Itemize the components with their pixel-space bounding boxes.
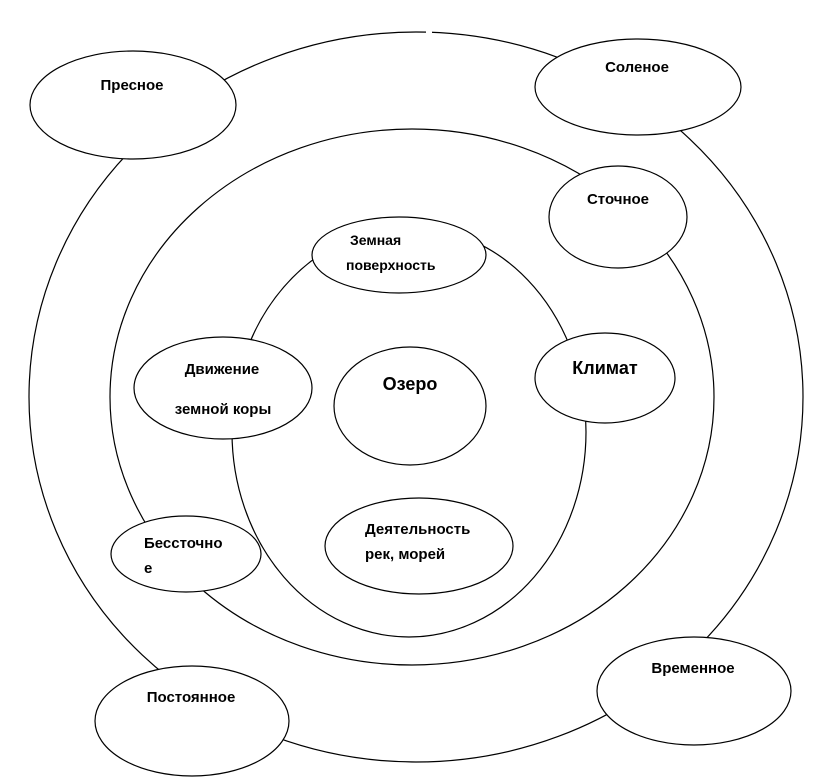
node-salty-label: Соленое	[605, 59, 669, 76]
node-runoff-label: Сточное	[587, 191, 649, 208]
node-endorheic-label-2: е	[144, 560, 152, 577]
node-climate-label: Климат	[572, 358, 638, 378]
node-rivers-seas-label-2: рек, морей	[365, 546, 445, 563]
middle-ring	[109, 128, 715, 666]
node-temporary	[596, 636, 792, 746]
middle-ring-gap	[483, 125, 488, 135]
node-climate	[534, 332, 676, 424]
node-rivers-seas	[324, 497, 514, 595]
node-endorheic	[110, 515, 262, 593]
node-salty	[534, 38, 742, 136]
node-runoff	[548, 165, 688, 269]
node-crust-movement-label-2: земной коры	[175, 401, 272, 418]
node-earth-surface-label-1: Земная	[350, 232, 401, 248]
node-crust-movement-label-1: Движение	[185, 361, 260, 378]
center-label: Озеро	[383, 374, 438, 394]
node-endorheic-label-1: Бессточно	[144, 535, 222, 552]
node-fresh	[29, 50, 237, 160]
center-node	[333, 346, 487, 466]
node-permanent-label: Постоянное	[147, 689, 236, 706]
node-rivers-seas-label-1: Деятельность	[365, 521, 470, 538]
node-fresh-label: Пресное	[101, 77, 164, 94]
node-permanent	[94, 665, 290, 777]
node-earth-surface	[311, 216, 487, 294]
outer-ring-gap	[426, 28, 432, 38]
node-crust-movement	[133, 336, 313, 440]
node-temporary-label: Временное	[651, 660, 734, 677]
outer-ring	[28, 31, 804, 763]
node-earth-surface-label-2: поверхность	[346, 257, 436, 273]
